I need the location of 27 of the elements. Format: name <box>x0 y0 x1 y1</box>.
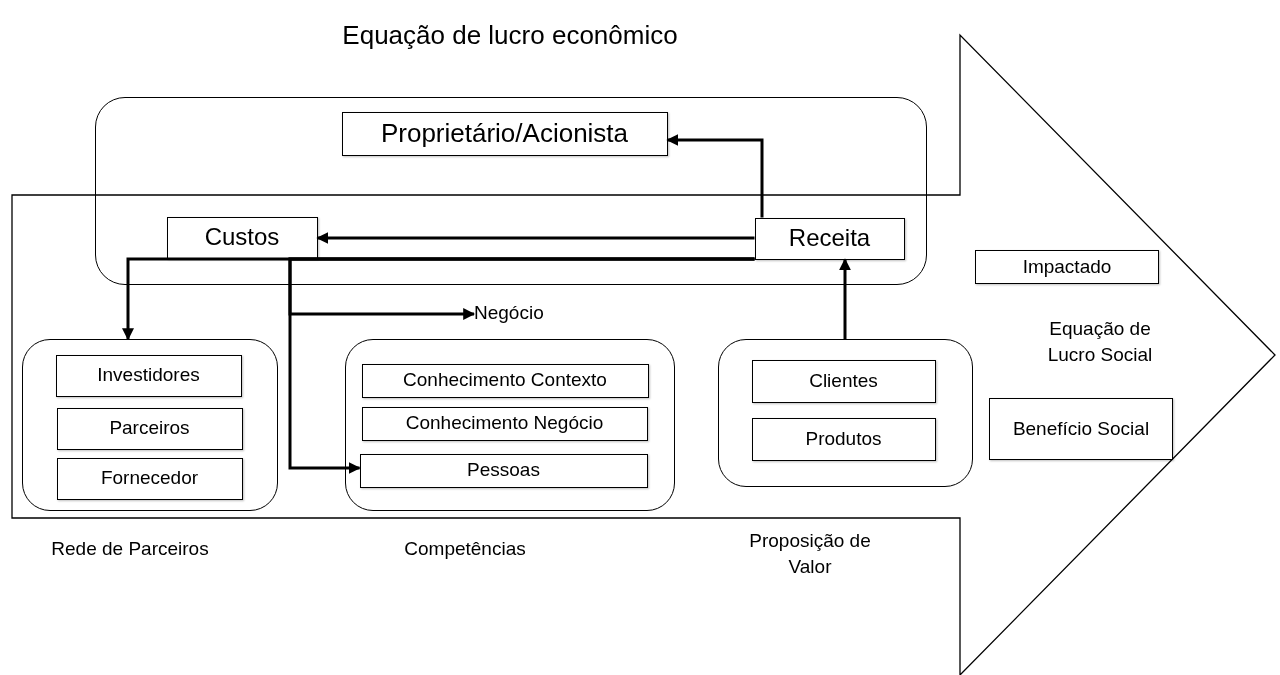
panel-caption: Proposição de Valor <box>748 529 872 579</box>
rounded-panel <box>22 339 278 511</box>
panel-caption: Competências <box>403 537 527 561</box>
process-box: Conhecimento Contexto <box>361 363 649 398</box>
process-box: Parceiros <box>56 407 243 450</box>
text-label: Equação de Lucro Social <box>1046 317 1154 367</box>
process-box: Fornecedor <box>56 457 243 500</box>
rounded-panel <box>345 339 675 511</box>
process-box: Conhecimento Negócio <box>361 406 648 441</box>
rounded-panel <box>95 97 927 285</box>
process-box: Investidores <box>55 354 242 397</box>
process-box: Impactado <box>975 250 1159 284</box>
process-box: Receita <box>754 217 905 260</box>
panel-caption: Rede de Parceiros <box>50 537 210 561</box>
process-box: Custos <box>166 216 318 259</box>
arrow <box>839 258 851 339</box>
arrow <box>316 232 755 244</box>
rounded-panel <box>718 339 973 487</box>
arrow <box>288 257 755 474</box>
diagram-title: Equação de lucro econômico <box>341 19 679 52</box>
text-label: Negócio <box>474 300 574 328</box>
process-box: Clientes <box>751 359 936 403</box>
arrow <box>666 134 764 218</box>
process-box: Benefício Social <box>989 398 1173 460</box>
process-box: Pessoas <box>359 453 648 488</box>
process-box: Produtos <box>751 417 936 461</box>
process-box: Proprietário/Acionista <box>341 111 668 156</box>
